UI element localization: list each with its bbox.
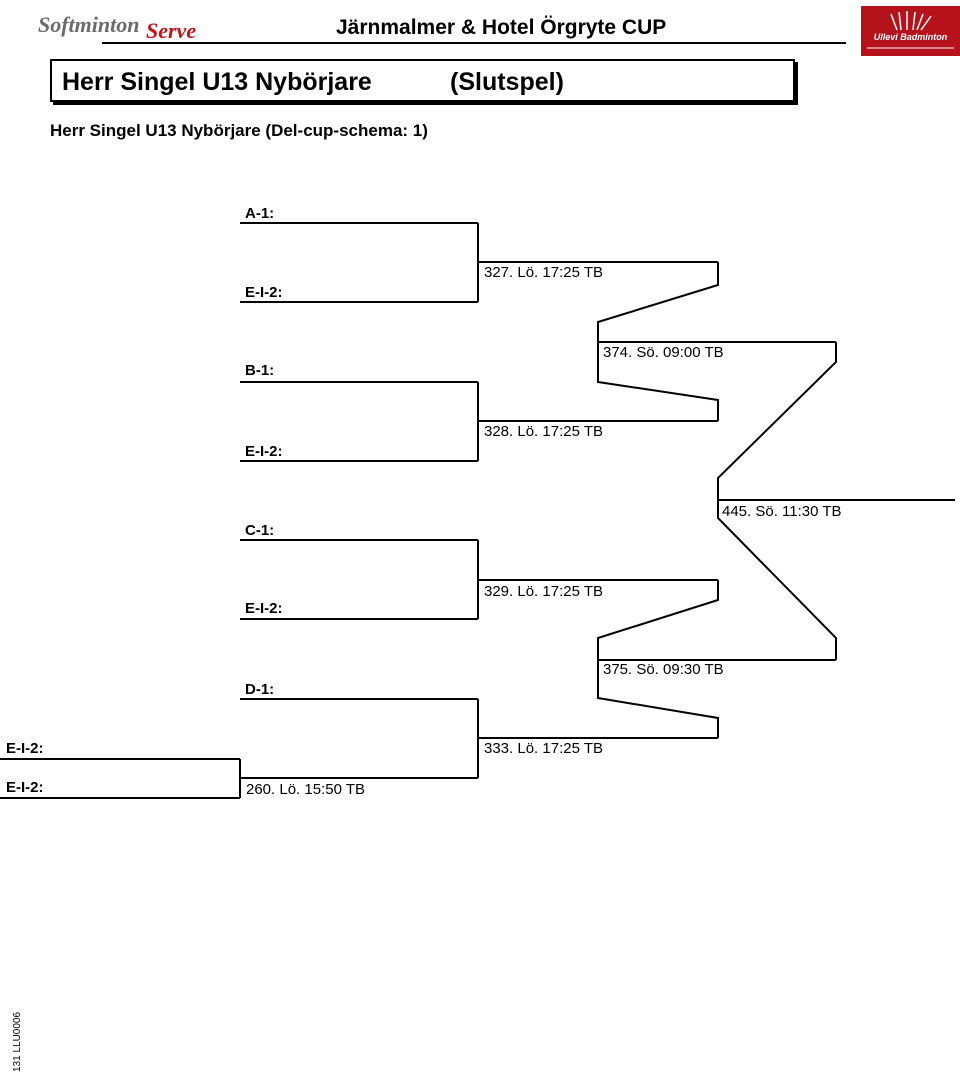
match-label-328: 328. Lö. 17:25 TB [484,423,603,440]
match-label-445: 445. Sö. 11:30 TB [722,503,842,520]
slot-label-c1: C-1: [245,522,275,539]
draw-subtitle: Herr Singel U13 Nybörjare (Del-cup-schem… [50,121,428,140]
slot-label-b1: B-1: [245,362,275,379]
slot-label-ei2: E-I-2: [245,284,283,301]
match-label-374: 374. Sö. 09:00 TB [603,344,724,361]
page-code: 131 LLU0006 [12,1011,23,1072]
slot-label-ei2: E-I-2: [245,443,283,460]
svg-text:Softminton: Softminton [38,12,139,37]
slot-label-ei2: E-I-2: [245,600,283,617]
match-label-333: 333. Lö. 17:25 TB [484,740,603,757]
tournament-name: Järnmalmer & Hotel Örgryte CUP [336,16,667,39]
slot-label-d1: D-1: [245,681,275,698]
ullevi-badminton-logo: Ullevi Badminton [861,6,960,56]
slot-label-ei2: E-I-2: [6,779,44,796]
slot-label-a1: A-1: [245,205,275,222]
event-title-box: Herr Singel U13 Nybörjare (Slutspel) [50,59,795,102]
slot-label-ei2: E-I-2: [6,740,44,757]
match-label-260: 260. Lö. 15:50 TB [246,781,365,798]
header-divider [102,42,846,44]
match-label-327: 327. Lö. 17:25 TB [484,264,603,281]
match-label-375: 375. Sö. 09:30 TB [603,661,724,678]
svg-text:Ullevi Badminton: Ullevi Badminton [874,32,948,42]
softminton-serve-logo: Softminton Serve [38,12,196,42]
event-phase: (Slutspel) [450,68,564,96]
event-title: Herr Singel U13 Nybörjare [62,68,372,96]
match-label-329: 329. Lö. 17:25 TB [484,583,603,600]
svg-text:Serve: Serve [146,18,196,42]
